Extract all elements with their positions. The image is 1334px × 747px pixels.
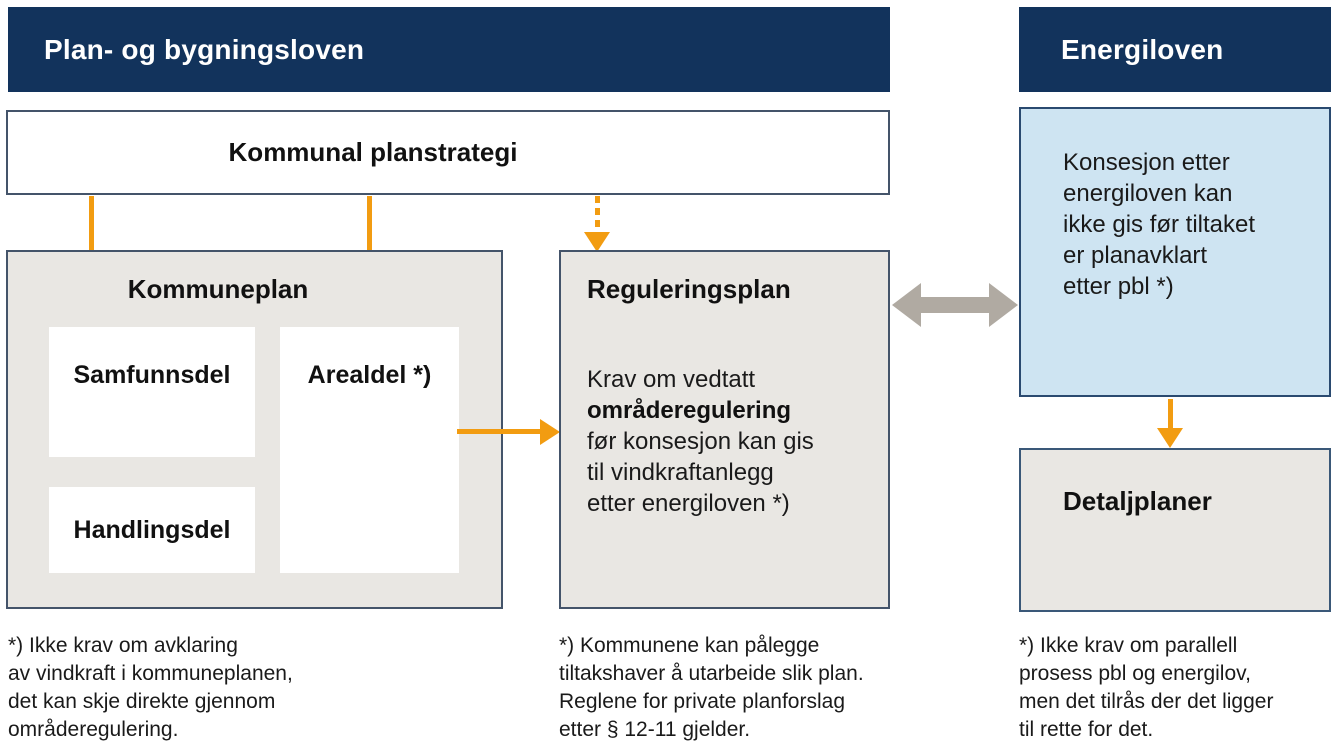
arrow-head [584, 232, 610, 252]
footnote-energiloven: *) Ikke krav om parallell prosess pbl og… [1019, 632, 1273, 744]
footnote-line: tiltakshaver å utarbeide slik plan. [559, 662, 864, 685]
footnote-line: *) Kommunene kan pålegge [559, 634, 820, 657]
footnote-line: det kan skje direkte gjennom [8, 690, 276, 713]
footnote-line: *) Ikke krav om avklaring [8, 634, 238, 657]
arrow-shaft [919, 297, 991, 313]
arrow-line [595, 196, 600, 233]
section-header-left-label: Plan- og bygningsloven [44, 33, 365, 65]
footnote-line: Reglene for private planforslag [559, 690, 846, 713]
footnote-line: prosess pbl og energilov, [1019, 662, 1251, 685]
arrow-line [457, 429, 541, 434]
konsesjon-line: ikke gis før tiltaket [1063, 211, 1256, 238]
box-detaljplaner: Detaljplaner [1019, 448, 1331, 612]
body-line: til vindkraftanlegg [587, 459, 774, 486]
footnote-line: men det tilrås der det ligger [1019, 690, 1274, 713]
box-reguleringsplan: Reguleringsplan Krav om vedtatt områdere… [559, 250, 890, 609]
kommunal-planstrategi-label: Kommunal planstrategi [228, 137, 518, 167]
box-handlingsdel: Handlingsdel [49, 487, 255, 573]
reguleringsplan-title: Reguleringsplan [587, 274, 791, 304]
arealdel-label: Arealdel *) [307, 361, 432, 389]
section-header-energiloven: Energiloven [1019, 7, 1331, 92]
arrow-head [540, 419, 560, 445]
footnote-kommuneplan: *) Ikke krav om avklaring av vindkraft i… [8, 632, 293, 744]
section-header-plan-og-bygningsloven: Plan- og bygningsloven [8, 7, 890, 92]
body-line: Krav om vedtatt [587, 366, 756, 393]
konsesjon-line: er planavklart [1063, 242, 1208, 269]
footnote-line: av vindkraft i kommuneplanen, [8, 662, 293, 685]
konsesjon-text: Konsesjon etter energiloven kan ikke gis… [1063, 147, 1313, 302]
kommuneplan-title: Kommuneplan [127, 274, 309, 304]
arrow-head-left [892, 283, 921, 327]
samfunnsdel-label: Samfunnsdel [73, 361, 231, 389]
arrow-line [1168, 399, 1173, 430]
footnote-line: etter § 12-11 gjelder. [559, 718, 751, 741]
box-kommunal-planstrategi: Kommunal planstrategi [6, 110, 890, 195]
reguleringsplan-body: Krav om vedtatt områderegulering før kon… [587, 364, 879, 519]
arrow-head-right [989, 283, 1018, 327]
body-line: etter energiloven *) [587, 490, 790, 517]
footnote-line: til rette for det. [1019, 718, 1154, 741]
body-line: før konsesjon kan gis [587, 428, 814, 455]
section-header-right-label: Energiloven [1061, 33, 1224, 65]
konsesjon-line: Konsesjon etter [1063, 149, 1230, 176]
footnote-reguleringsplan: *) Kommunene kan pålegge tiltakshaver å … [559, 632, 864, 744]
konsesjon-line: etter pbl *) [1063, 273, 1174, 300]
arrow-head [1157, 428, 1183, 448]
handlingsdel-label: Handlingsdel [73, 515, 231, 544]
box-samfunnsdel: Samfunnsdel [49, 327, 255, 457]
footnote-line: *) Ikke krav om parallell [1019, 634, 1238, 657]
detaljplaner-label: Detaljplaner [1063, 486, 1212, 516]
body-line-bold: områderegulering [587, 397, 792, 424]
footnote-line: områderegulering. [8, 718, 179, 741]
box-konsesjon-etter-energiloven: Konsesjon etter energiloven kan ikke gis… [1019, 107, 1331, 397]
box-arealdel: Arealdel *) [280, 327, 459, 573]
konsesjon-line: energiloven kan [1063, 180, 1233, 207]
double-arrow-icon-reguleringsplan-konsesjon [892, 283, 1018, 327]
box-kommuneplan: Kommuneplan Samfunnsdel Arealdel *) Hand… [6, 250, 503, 609]
